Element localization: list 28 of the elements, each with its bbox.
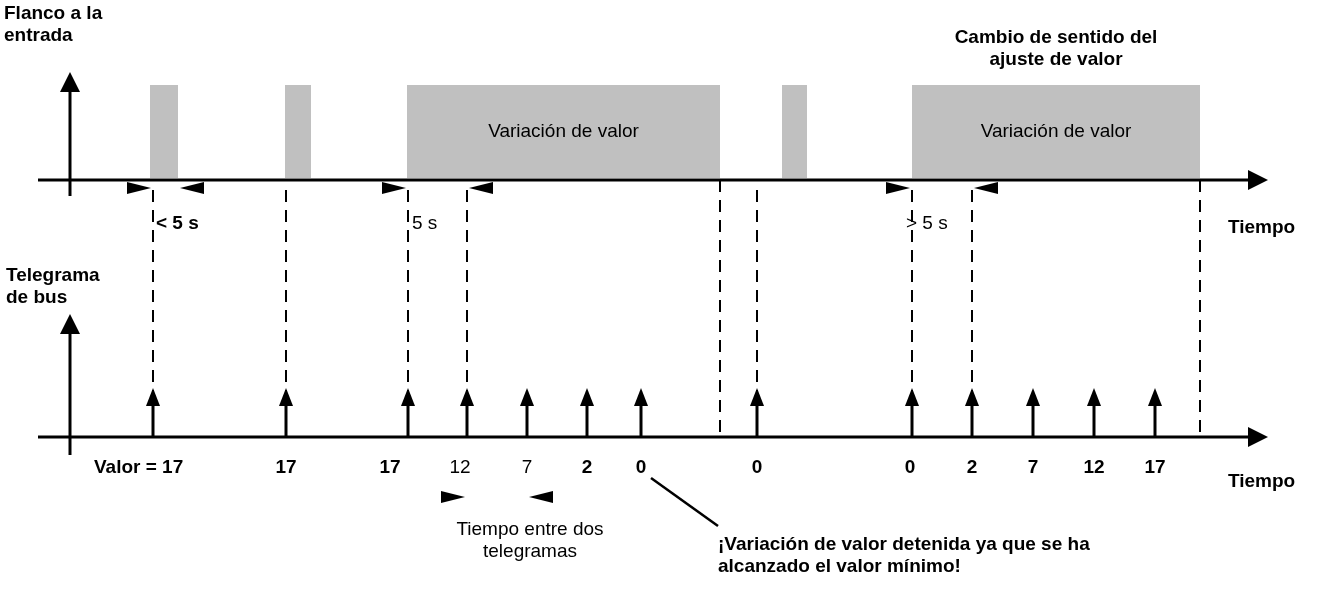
note-text: ¡Variación de valor detenida ya que se ha alcanzado el valor mínimo! (718, 518, 1118, 592)
input-pulse (150, 85, 178, 178)
label: Tiempo (1228, 470, 1297, 492)
input-pulse: Variación de valor (407, 85, 720, 178)
input-pulse: Variación de valor (912, 85, 1200, 178)
label: Tiempo (1228, 216, 1297, 238)
label: 2 (965, 456, 979, 478)
input-pulse (782, 85, 807, 178)
label: 17 (378, 456, 402, 478)
input-pulse (285, 85, 311, 178)
label: 7 (520, 456, 534, 478)
label: Tiempo entre dos telegramas (455, 518, 605, 562)
label: 2 (580, 456, 594, 478)
label: 5 s (412, 212, 439, 234)
label: 12 (1082, 456, 1106, 478)
label: 0 (903, 456, 917, 478)
label: 0 (750, 456, 764, 478)
label: 17 (274, 456, 298, 478)
label: Flanco a la entrada (4, 2, 104, 46)
label: 17 (1143, 456, 1167, 478)
label: Valor = 17 (94, 456, 185, 478)
label: 12 (448, 456, 472, 478)
annotation: Cambio de sentido del ajuste de valor (953, 26, 1159, 70)
leader-line (650, 477, 719, 527)
value-label: 0 (631, 456, 651, 478)
label: < 5 s (156, 212, 200, 234)
label: Telegrama de bus (6, 264, 101, 308)
label: 7 (1026, 456, 1040, 478)
